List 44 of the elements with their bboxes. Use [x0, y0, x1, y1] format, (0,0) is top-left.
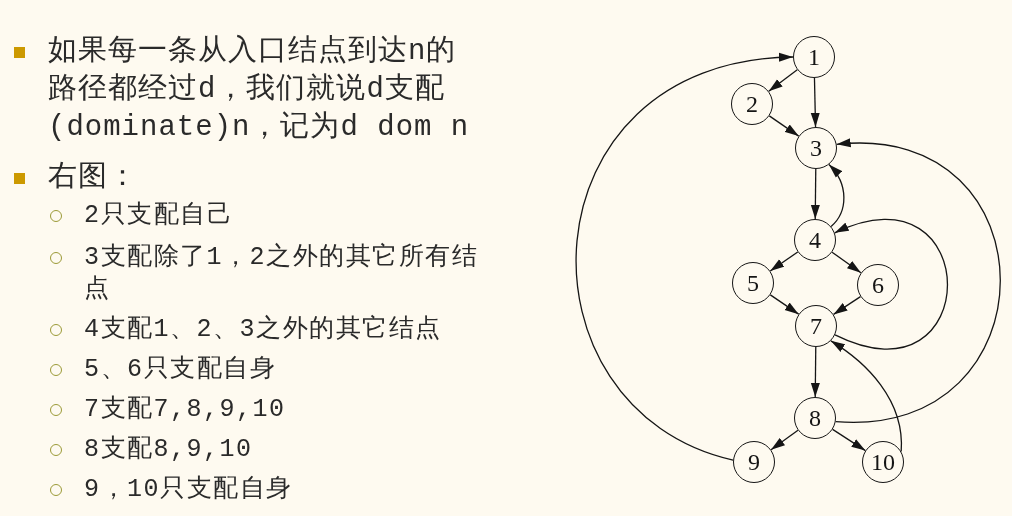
node-number: 1 [808, 44, 820, 70]
arrow [828, 163, 845, 228]
bullet-text: 2只支配自己 [84, 200, 234, 232]
arrow [831, 251, 862, 274]
bullet-text: 5、6只支配自身 [84, 354, 277, 386]
arrow [834, 219, 949, 349]
node-number: 4 [809, 227, 821, 253]
arrow [810, 168, 820, 220]
node-circle [793, 36, 835, 78]
arrow [832, 428, 866, 452]
arrow [810, 346, 820, 398]
arrow [832, 295, 862, 316]
bullet-text: 7支配7,8,9,10 [84, 394, 287, 426]
node-circle [731, 83, 773, 125]
bullet-text: 右图： [48, 160, 139, 196]
node-number: 7 [810, 313, 822, 339]
bullet-text: 如果每一条从入口结点到达n的路径都经过d，我们就说d支配(dominate)n，记为d dom n [48, 34, 471, 146]
arrow [769, 294, 800, 315]
bullet-text: 9，10只支配自身 [84, 474, 294, 506]
arrow [576, 54, 794, 461]
bullet-text: 3支配除了1，2之外的其它所有结点 [84, 242, 479, 306]
node-number: 3 [810, 135, 822, 161]
arrow [769, 251, 799, 272]
node-circle [794, 397, 836, 439]
arrow [768, 69, 798, 92]
bullet-text: 4支配1、2、3之外的其它结点 [84, 314, 443, 346]
arrow [770, 429, 799, 451]
arrow [810, 77, 820, 128]
node-circle [794, 219, 836, 261]
node-circle [862, 441, 904, 483]
node-circle [857, 264, 899, 306]
bullet-text: 8支配8,9,10 [84, 434, 254, 466]
node-number: 5 [747, 270, 759, 296]
node-number: 9 [748, 449, 760, 475]
node-number: 2 [746, 91, 758, 117]
node-circle [732, 262, 774, 304]
node-number: 10 [871, 449, 895, 475]
node-circle [795, 127, 837, 169]
arrow [768, 115, 800, 137]
arrow [835, 140, 1001, 423]
node-number: 8 [809, 405, 821, 431]
node-circle [795, 305, 837, 347]
node-circle [733, 441, 775, 483]
node-number: 6 [872, 272, 884, 298]
